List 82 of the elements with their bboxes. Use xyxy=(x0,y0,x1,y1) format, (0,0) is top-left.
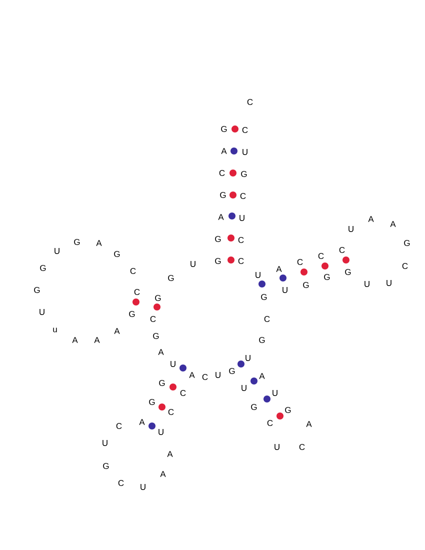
base-letter: U xyxy=(140,484,146,490)
base-letter: C xyxy=(339,247,345,253)
base-letter: G xyxy=(114,251,120,257)
base-letter: G xyxy=(259,337,265,343)
base-letter: C xyxy=(134,289,140,295)
base-letter: U xyxy=(256,272,260,278)
base-letter: G xyxy=(220,192,226,198)
base-letter: u xyxy=(53,328,57,332)
base-letter: G xyxy=(74,239,80,245)
base-letter: U xyxy=(274,444,280,450)
base-letter: C xyxy=(247,99,253,106)
base-letter: G xyxy=(241,171,247,177)
base-letter: A xyxy=(259,373,265,379)
base-letter: U xyxy=(190,261,196,267)
base-letter: G xyxy=(129,311,135,317)
base-letter: G xyxy=(153,333,159,339)
base-letter: G xyxy=(215,258,221,264)
base-letter: U xyxy=(242,149,248,155)
base-letter: A xyxy=(114,328,120,334)
base-letter: U xyxy=(246,355,250,361)
base-letter: C xyxy=(116,423,122,429)
base-letter: A xyxy=(368,216,374,222)
base-letter: U xyxy=(282,287,288,293)
base-letter: A xyxy=(167,451,173,457)
base-letter: G xyxy=(229,368,235,374)
base-letter: A xyxy=(390,221,396,227)
base-letter: A xyxy=(158,349,164,355)
base-letter: U xyxy=(102,440,108,446)
base-letter: G xyxy=(149,399,155,405)
base-letter: A xyxy=(306,421,312,427)
base-letter: G xyxy=(168,275,174,281)
base-letter: C xyxy=(150,316,156,322)
base-letter: G xyxy=(404,240,410,246)
base-letter: C xyxy=(242,127,248,134)
base-letter: U xyxy=(348,226,354,232)
base-letter: G xyxy=(40,265,46,271)
base-letter: G xyxy=(261,294,267,300)
base-letter: U xyxy=(40,309,44,315)
base-letter: A xyxy=(96,240,102,246)
base-letter: C xyxy=(238,258,244,264)
base-letter: U xyxy=(386,280,392,286)
base-letter: C xyxy=(264,316,270,322)
base-letter: U xyxy=(54,248,60,254)
base-letter: C xyxy=(238,237,244,243)
base-letter: G xyxy=(159,380,165,386)
base-letter: A xyxy=(276,266,282,272)
base-letter: U xyxy=(158,429,164,435)
base-letter: C xyxy=(202,374,208,380)
base-letter: C xyxy=(267,420,273,426)
base-letter: C xyxy=(130,268,136,274)
base-letter: A xyxy=(139,419,145,425)
base-letter: U xyxy=(272,390,278,396)
base-letter: U xyxy=(170,361,176,367)
base-letter: G xyxy=(251,404,257,410)
base-letter: C xyxy=(402,263,408,269)
base-letter: C xyxy=(118,480,124,486)
base-letter: G xyxy=(155,295,161,301)
base-letter: G xyxy=(103,463,109,469)
base-letter: G xyxy=(215,236,221,242)
base-letter: G xyxy=(345,269,351,275)
base-letter: A xyxy=(189,372,195,378)
base-letter: C xyxy=(168,409,174,415)
base-letter: A xyxy=(221,148,227,154)
base-letter: C xyxy=(318,253,324,259)
base-letter: A xyxy=(218,214,224,220)
base-letter: A xyxy=(160,471,166,477)
base-letter: U xyxy=(216,372,220,378)
base-letter: U xyxy=(364,281,370,287)
base-letter: A xyxy=(72,337,78,343)
base-letter: G xyxy=(285,407,291,413)
base-letter: C xyxy=(299,444,305,450)
base-letter: C xyxy=(297,259,303,265)
base-letter: A xyxy=(94,337,100,343)
base-letter: U xyxy=(240,215,244,221)
base-letter: G xyxy=(303,282,309,288)
base-letter: C xyxy=(219,170,225,176)
base-letter: U xyxy=(242,385,246,391)
base-letter: G xyxy=(221,126,227,132)
base-letter: G xyxy=(324,274,330,280)
base-letter: G xyxy=(34,287,40,293)
base-letter: C xyxy=(180,390,186,396)
base-letter: C xyxy=(240,193,246,199)
